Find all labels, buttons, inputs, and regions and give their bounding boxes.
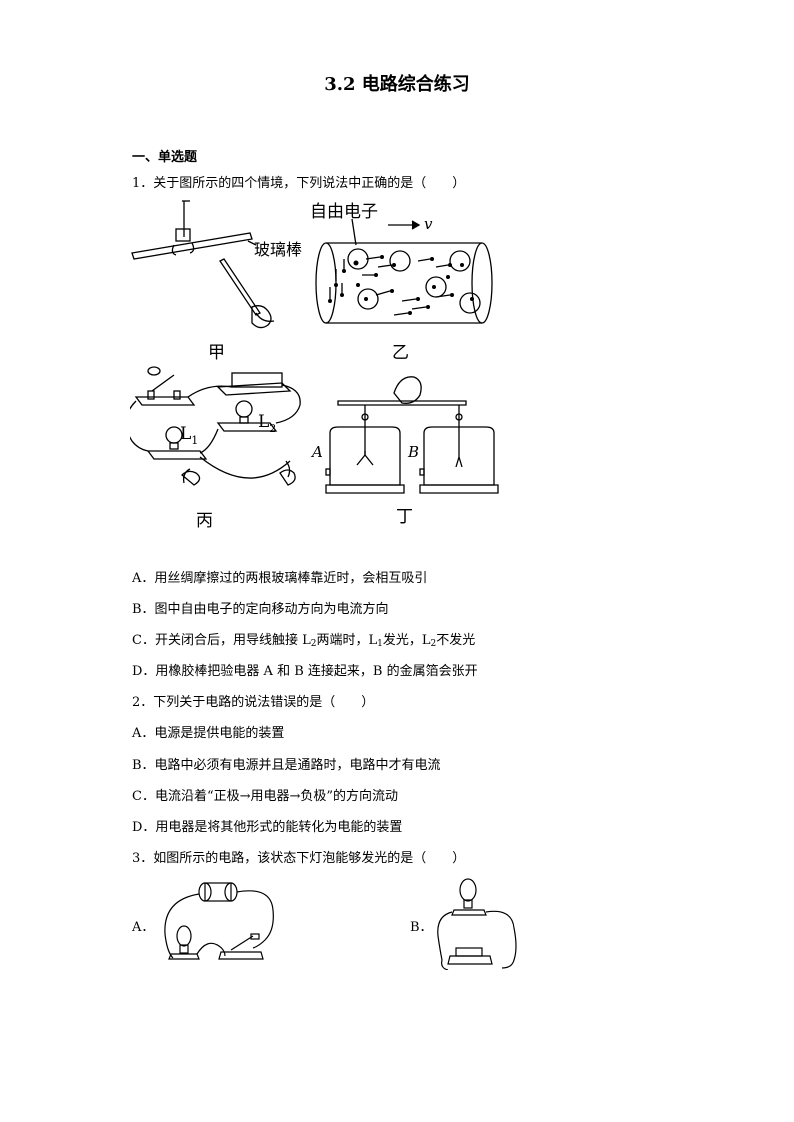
free-electron-label: 自由电子 <box>310 202 378 222</box>
figure-jia-drawing <box>131 200 275 329</box>
figure-label-yi: 乙 <box>392 343 409 363</box>
q2-option-d: D．用电器是将其他形式的能转化为电能的装置 <box>132 820 403 835</box>
question-2-stem: 2．下列关于电路的说法错误的是（ ） <box>132 695 375 710</box>
question-1-stem: 1．关于图所示的四个情境，下列说法中正确的是（ ） <box>132 176 466 191</box>
q2-option-c: C．电流沿着“正极→用电器→负极”的方向流动 <box>132 789 399 804</box>
lamp-l1-label: L1 <box>180 424 198 447</box>
figure-label-bing: 丙 <box>196 511 213 531</box>
q3-option-a-circuit <box>164 882 274 960</box>
page-title: 3.2 电路综合练习 <box>324 74 470 95</box>
q3-option-b-circuit <box>437 878 517 970</box>
q3-option-a-label: A． <box>132 920 155 935</box>
glass-rod-label: 玻璃棒 <box>254 240 302 259</box>
figure-label-ding: 丁 <box>396 507 413 527</box>
electroscope-a-label: A <box>310 443 323 461</box>
q1-option-b: B．图中自由电子的定向移动方向为电流方向 <box>132 602 389 617</box>
electroscope-b-label: B <box>407 443 419 461</box>
figure-yi-electrons <box>328 255 474 315</box>
section-heading: 一、单选题 <box>132 150 198 165</box>
question-1-figure: 玻璃棒 自由电子 v <box>130 200 499 494</box>
figure-bing-drawing <box>130 366 301 486</box>
q1-option-a: A．用丝绸摩擦过的两根玻璃棒靠近时，会相互吸引 <box>132 571 428 586</box>
q1-option-c: C．开关闭合后，用导线触接 L2两端时，L1发光，L2不发光 <box>132 633 476 649</box>
q1-option-d: D．用橡胶棒把验电器 A 和 B 连接起来，B 的金属箔会张开 <box>132 664 478 679</box>
figure-label-jia: 甲 <box>208 343 225 363</box>
question-3-stem: 3．如图所示的电路，该状态下灯泡能够发光的是（ ） <box>132 851 466 866</box>
q3-option-b-label: B． <box>410 920 433 935</box>
lamp-l2-label: L2 <box>258 412 276 435</box>
figure-ding-drawing <box>325 376 499 494</box>
q2-option-a: A．电源是提供电能的装置 <box>132 726 285 741</box>
velocity-label: v <box>424 215 433 233</box>
q2-option-b: B．电路中必须有电源并且是通路时，电路中才有电流 <box>132 758 441 773</box>
